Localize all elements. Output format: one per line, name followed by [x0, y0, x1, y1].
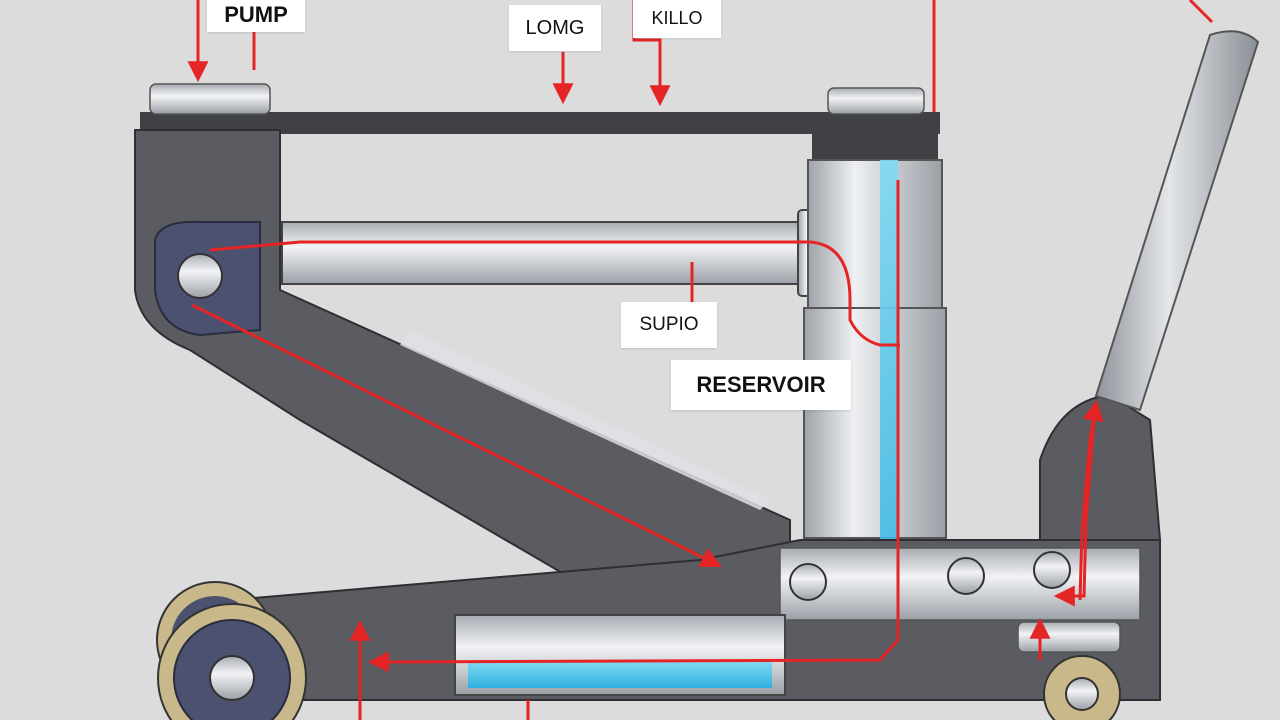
vertical-cylinder: [807, 159, 943, 311]
base-bolt-3: [1033, 551, 1071, 589]
vertical-cylinder-lower: [803, 307, 947, 539]
horizontal-ram: [281, 221, 803, 285]
leader-handle: [1188, 0, 1214, 24]
base-bolt-1: [789, 563, 827, 601]
arrow-diagonal: [191, 303, 722, 567]
pump-handle: [1094, 30, 1260, 412]
left-pivot-pin: [177, 253, 223, 299]
label-reservoir: RESERVOIR: [671, 360, 851, 410]
label-load: LOMG: [509, 5, 601, 51]
rear-caster: [1017, 621, 1121, 653]
base-bolt-2: [947, 557, 985, 595]
vertical-cylinder-top: [812, 132, 938, 162]
flow-lines: [187, 0, 1214, 720]
label-release: KILLO: [633, 0, 721, 38]
label-pump: PUMP: [207, 0, 305, 32]
flow-bottom: [367, 638, 900, 673]
right-cap: [827, 87, 925, 115]
front-wheel-axle: [209, 655, 255, 701]
top-saddle-bar: [140, 112, 940, 134]
label-piston: SUPIO: [621, 302, 717, 348]
flow-upper: [209, 240, 900, 347]
left-cap: [149, 83, 271, 115]
rear-wheel-hub: [1065, 677, 1099, 711]
flow-return: [1053, 419, 1096, 607]
reservoir-fluid: [468, 662, 772, 688]
lift-arm-highlight: [400, 330, 770, 510]
handle-socket: [1039, 393, 1162, 541]
